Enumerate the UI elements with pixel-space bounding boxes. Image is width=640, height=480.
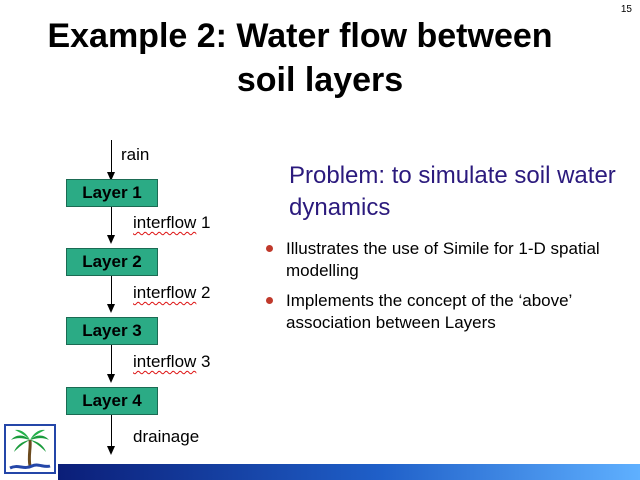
layer-1-box: Layer 1	[66, 179, 158, 207]
interflow-2-arrow-line	[111, 276, 112, 307]
interflow-1-arrow-head	[107, 235, 115, 244]
palm-tree-logo-icon	[4, 424, 56, 474]
interflow-2-label: interflow 2	[133, 283, 211, 303]
bullet-dot-icon	[266, 245, 273, 252]
layer-3-box: Layer 3	[66, 317, 158, 345]
bullet-item: Implements the concept of the ‘above’ as…	[262, 290, 632, 334]
interflow-3-arrow-line	[111, 345, 112, 377]
interflow-1-number: 1	[201, 213, 211, 232]
slide-title: Example 2: Water flow between soil layer…	[0, 14, 640, 102]
bullet-dot-icon	[266, 297, 273, 304]
interflow-1-arrow-line	[111, 207, 112, 238]
interflow-2-word: interflow	[133, 283, 197, 302]
interflow-3-number: 3	[201, 352, 211, 371]
rain-label: rain	[121, 145, 150, 164]
interflow-1-label: interflow 1	[133, 213, 211, 233]
title-line-2: soil layers	[236, 61, 404, 99]
rain-arrow-head	[107, 172, 115, 181]
bullet-text: Implements the concept of the ‘above’ as…	[286, 291, 572, 332]
interflow-3-label: interflow 3	[133, 352, 211, 372]
title-line-1: Example 2: Water flow between	[47, 17, 553, 55]
layer-2-box: Layer 2	[66, 248, 158, 276]
interflow-2-arrow-head	[107, 304, 115, 313]
interflow-3-word: interflow	[133, 352, 197, 371]
rain-arrow-line	[111, 140, 112, 174]
bullet-text: Illustrates the use of Simile for 1-D sp…	[286, 239, 600, 280]
slide-number: 15	[620, 4, 632, 15]
layer-4-box: Layer 4	[66, 387, 158, 415]
drainage-arrow-line	[111, 415, 112, 448]
bullet-list: Illustrates the use of Simile for 1-D sp…	[262, 238, 632, 342]
interflow-2-number: 2	[201, 283, 211, 302]
interflow-3-arrow-head	[107, 374, 115, 383]
drainage-label: drainage	[133, 427, 200, 446]
problem-statement: Problem: to simulate soil water dynamics	[289, 162, 616, 221]
bullet-item: Illustrates the use of Simile for 1-D sp…	[262, 238, 632, 282]
footer-gradient-bar	[58, 464, 640, 480]
interflow-1-word: interflow	[133, 213, 197, 232]
drainage-arrow-head	[107, 446, 115, 455]
